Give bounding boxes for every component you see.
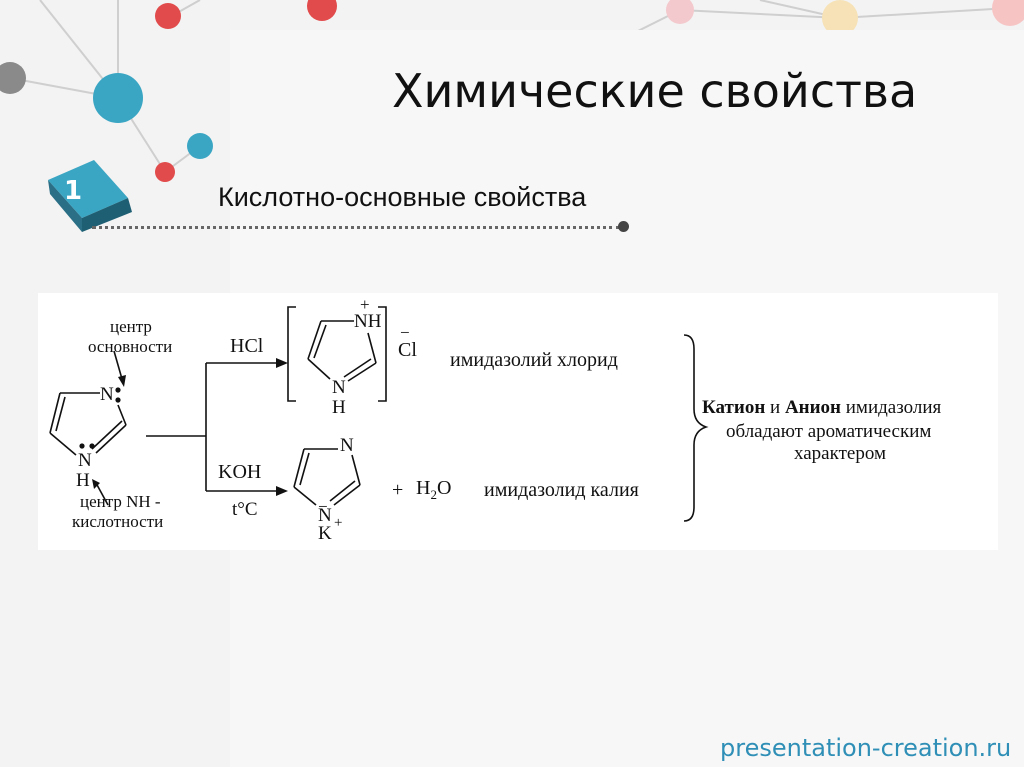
note-cation: Катион bbox=[702, 397, 766, 418]
arrowhead-nh bbox=[92, 479, 100, 489]
imidazolium-h: H bbox=[332, 397, 346, 418]
section-subtitle: Кислотно-основные свойства bbox=[218, 182, 587, 212]
imidazole-ring bbox=[49, 392, 127, 456]
imidazolide-charge-minus: − bbox=[318, 497, 328, 516]
cation-charge: + bbox=[360, 295, 370, 314]
product-chloride-label: имидазолий хлорид bbox=[450, 349, 618, 371]
basicity-pointer bbox=[113, 350, 123, 380]
imidazolide-ring bbox=[293, 448, 361, 506]
right-bracket bbox=[378, 306, 387, 402]
water-formula: H2O bbox=[416, 477, 451, 503]
note-rest: имидазолия bbox=[841, 397, 942, 418]
dotted-separator bbox=[92, 226, 620, 229]
water-subscript: 2 bbox=[430, 487, 437, 502]
reaction-condition: t°C bbox=[232, 499, 258, 520]
lone-pair-dot bbox=[79, 443, 85, 449]
anion-charge: − bbox=[400, 323, 410, 342]
reagent-hcl: HCl bbox=[230, 335, 264, 357]
nh-pointer bbox=[95, 482, 109, 506]
label-center-basicity-2: основности bbox=[88, 337, 173, 356]
plus-sign: + bbox=[392, 479, 404, 501]
lone-pair-dot bbox=[89, 443, 95, 449]
label-center-nh-2: кислотности bbox=[72, 512, 164, 531]
lone-pair-dot bbox=[115, 397, 121, 403]
badge-number: 1 bbox=[64, 176, 83, 206]
curly-brace bbox=[683, 334, 709, 522]
water-o: O bbox=[436, 477, 452, 499]
note-and: и bbox=[765, 397, 785, 418]
label-center-nh-1: центр NH - bbox=[80, 492, 161, 511]
note-line-1: Катион и Анион имидазолия bbox=[702, 397, 941, 419]
imidazolide-n-bottom: N bbox=[318, 505, 332, 526]
arrowhead-koh bbox=[276, 486, 288, 496]
note-anion: Анион bbox=[784, 397, 842, 418]
chloride-anion: Cl bbox=[398, 339, 417, 361]
slide-title: Химические свойства bbox=[392, 64, 918, 118]
arrowhead-basicity bbox=[118, 375, 126, 387]
footer-site-link[interactable]: presentation-creation.ru bbox=[720, 734, 1012, 762]
imidazolium-ring bbox=[307, 320, 377, 382]
label-center-basicity-1: центр bbox=[110, 317, 152, 336]
number-badge-cube bbox=[48, 160, 132, 232]
atom-nh-plus: NH bbox=[354, 311, 382, 332]
imidazolide-n-top: N bbox=[340, 435, 354, 456]
reagent-koh: KOH bbox=[218, 461, 262, 483]
note-line-2: обладают ароматическим bbox=[726, 421, 932, 442]
imidazolium-n: N bbox=[332, 377, 346, 398]
left-bracket bbox=[287, 306, 296, 402]
atom-n-bottom: N bbox=[78, 450, 92, 471]
separator-end-dot bbox=[618, 221, 629, 232]
arrowhead-hcl bbox=[276, 358, 288, 368]
reaction-scheme: центр основности N N H центр NH - кислот… bbox=[38, 293, 998, 550]
scheme-drawing bbox=[49, 306, 709, 522]
lone-pair-dot bbox=[115, 387, 121, 393]
water-h: H bbox=[416, 477, 431, 499]
note-line-3: характером bbox=[794, 443, 886, 464]
atom-n-top: N bbox=[100, 384, 114, 405]
atom-k: K bbox=[318, 523, 332, 544]
atom-h: H bbox=[76, 470, 90, 491]
product-potassium-label: имидазолид калия bbox=[484, 479, 639, 501]
potassium-charge: + bbox=[334, 515, 343, 531]
